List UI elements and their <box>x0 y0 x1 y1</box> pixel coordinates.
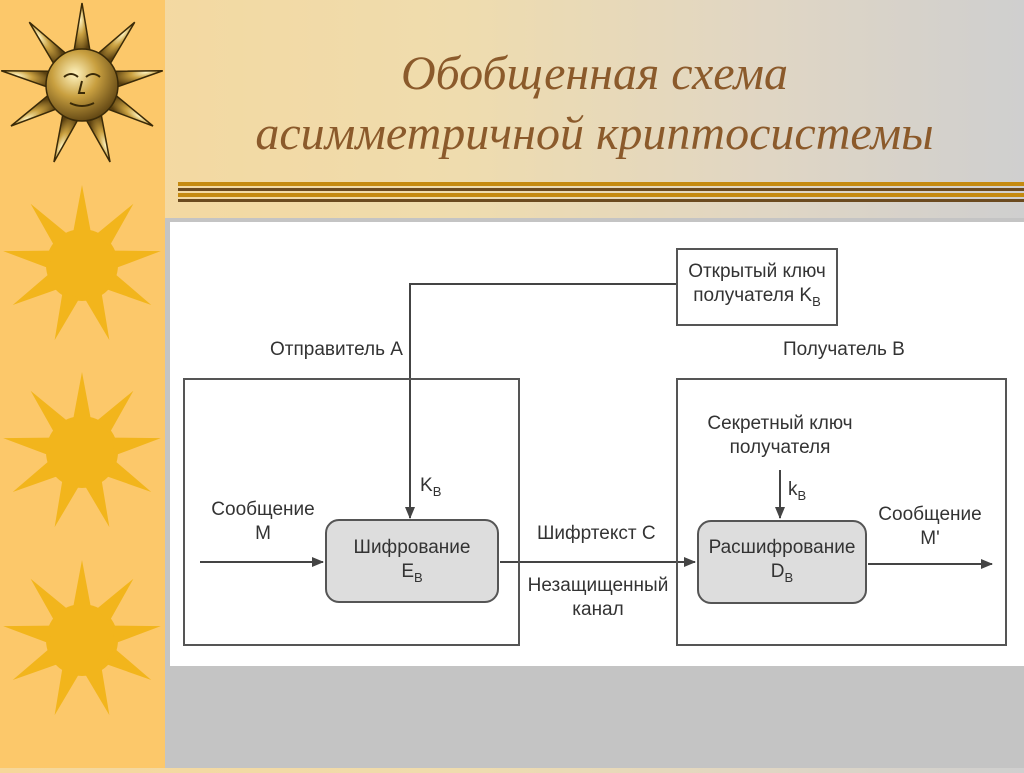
key-out-label: kB <box>788 479 807 503</box>
secret-key-label: Секретный ключ получателя <box>707 413 853 458</box>
public-key-arrow <box>405 283 678 519</box>
encryption-label: Шифрование EB <box>353 537 471 585</box>
diagram-lines <box>200 283 993 569</box>
diagram-panel: Открытый ключ получателя KB Отправитель … <box>170 222 1024 666</box>
key-in-label: KB <box>420 475 442 499</box>
encryption-box <box>325 519 499 603</box>
sender-box <box>183 378 520 646</box>
left-decor-strip <box>0 0 165 768</box>
public-key-label: Открытый ключ получателя KB <box>688 261 826 309</box>
decryption-box <box>697 520 867 604</box>
sun-decorations <box>0 2 164 716</box>
sun-icon <box>3 372 161 528</box>
message-out-label: Сообщение M' <box>878 504 982 549</box>
receiver-label: Получатель В <box>783 339 905 360</box>
sun-icon <box>3 560 161 716</box>
receiver-box <box>676 378 1007 646</box>
title-divider <box>178 182 1024 202</box>
sun-face-icon <box>0 2 164 163</box>
ciphertext-label: Шифртекст С <box>537 523 656 544</box>
slide-title: Обобщенная схема асимметричной криптосис… <box>165 44 1024 164</box>
decryption-label: Расшифрование DB <box>708 537 856 585</box>
sender-label: Отправитель А <box>270 339 403 360</box>
public-key-box <box>676 248 838 326</box>
slide-title-line1: Обобщенная схема <box>400 47 789 100</box>
channel-label: Незащищенный канал <box>527 575 669 620</box>
message-in-label: Сообщение M <box>211 499 315 544</box>
slide-title-line2: асимметричной криптосистемы <box>255 107 934 160</box>
sun-icon <box>3 185 161 341</box>
